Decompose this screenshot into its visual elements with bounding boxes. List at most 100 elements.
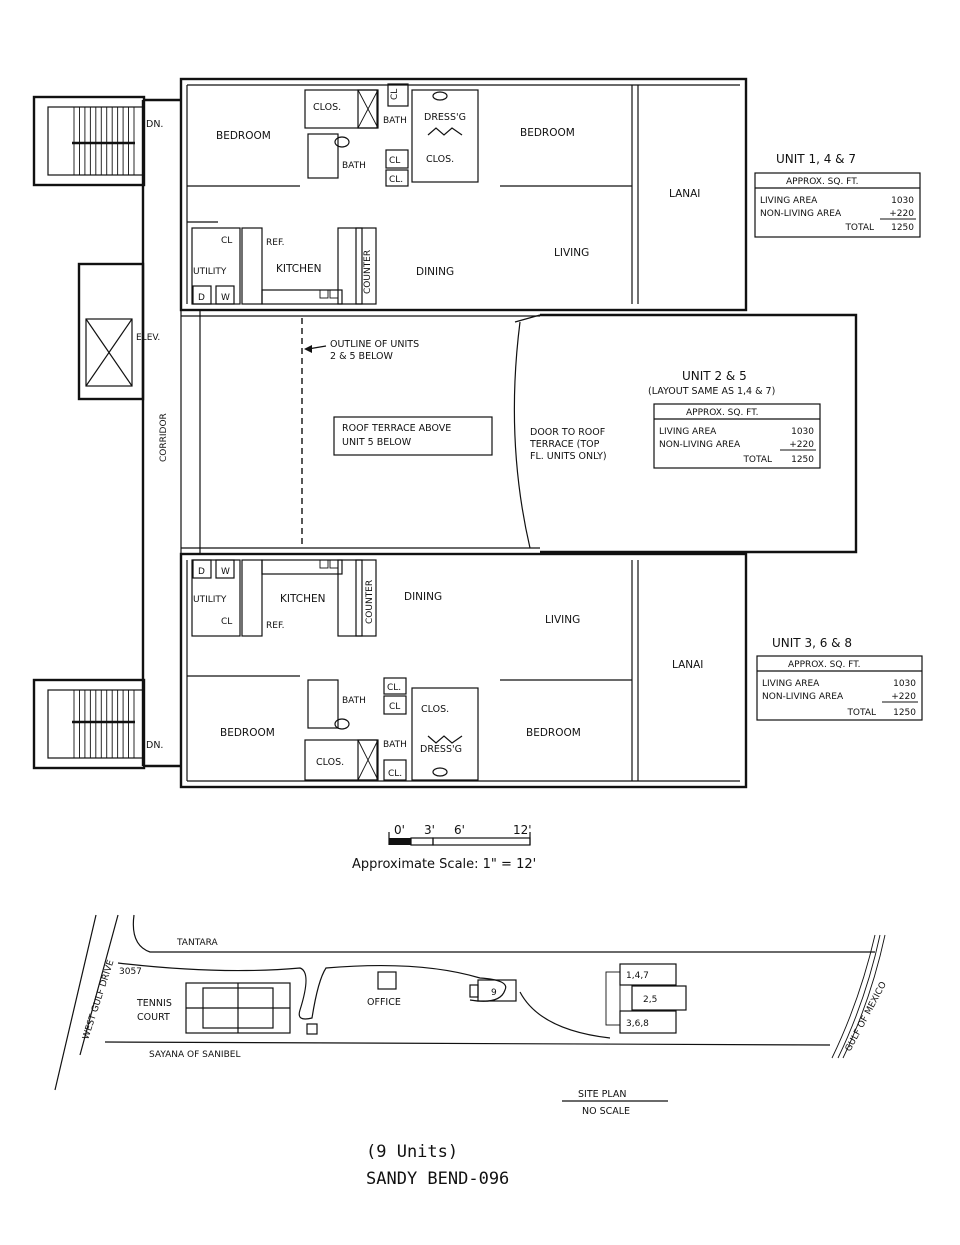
dryer-label: D [198, 567, 205, 577]
room-closet: CL. [388, 769, 402, 779]
living-area-value: 1030 [791, 427, 814, 437]
nonliving-area-value: +220 [789, 440, 814, 450]
room-dressing: DRESS'G [424, 112, 466, 123]
outline-note: OUTLINE OF UNITS [330, 339, 419, 350]
roof-terrace-note: UNIT 5 BELOW [342, 437, 412, 448]
building-walls [141, 77, 858, 789]
core-labels: DN. DN. ELEV. CORRIDOR OUTLINE OF UNITS … [136, 119, 607, 751]
site-plan-title: SITE PLAN [578, 1089, 627, 1100]
total-label: TOTAL [846, 708, 876, 718]
building-label: 2,5 [643, 995, 657, 1005]
lower-unit-labels: D W UTILITY KITCHEN COUNTER CL REF. DINI… [193, 567, 703, 779]
tennis-court-label: TENNIS [136, 998, 172, 1009]
room-counter: COUNTER [363, 250, 373, 294]
corridor-label: CORRIDOR [159, 413, 169, 462]
lower-stair [32, 678, 146, 770]
scale-tick: 0' [394, 823, 405, 837]
building-label: 9 [491, 988, 497, 998]
nonliving-area-label: NON-LIVING AREA [659, 440, 741, 450]
room-living: LIVING [554, 247, 589, 259]
room-refrigerator: REF. [266, 621, 285, 631]
scale-tick: 12' [513, 823, 532, 837]
unit-147-area-table: UNIT 1, 4 & 7 APPROX. SQ. FT. LIVING ARE… [754, 152, 921, 238]
nonliving-area-label: NON-LIVING AREA [760, 209, 842, 219]
room-dining: DINING [404, 591, 442, 603]
neighbor-label: SAYANA OF SANIBEL [149, 1050, 240, 1060]
site-plan: TANTARA WEST GULF DRIVE 3057 TENNIS COUR… [54, 914, 889, 1117]
street-number: 3057 [119, 967, 142, 977]
room-closet: CLOS. [421, 704, 449, 715]
dryer-label: D [198, 293, 205, 303]
living-area-value: 1030 [893, 679, 916, 689]
building-label: 3,6,8 [626, 1019, 649, 1029]
room-closet: CL [221, 236, 232, 246]
room-utility: UTILITY [193, 267, 227, 277]
room-closet: CL [389, 156, 400, 166]
nonliving-area-value: +220 [891, 692, 916, 702]
nonliving-area-label: NON-LIVING AREA [762, 692, 844, 702]
room-living: LIVING [545, 614, 580, 626]
room-dressing: DRESS'G [420, 744, 462, 755]
scale-tick: 6' [454, 823, 465, 837]
room-lanai: LANAI [669, 188, 700, 200]
total-label: TOTAL [742, 455, 772, 465]
scale-tick: 3' [424, 823, 435, 837]
upper-unit-interior [186, 83, 740, 305]
room-bedroom: BEDROOM [526, 727, 581, 739]
upper-unit-labels: BEDROOM BEDROOM CLOS. CL BATH DRESS'G BA… [193, 89, 700, 303]
unit-title: UNIT 2 & 5 [682, 369, 747, 383]
room-utility: UTILITY [193, 595, 227, 605]
living-area-label: LIVING AREA [760, 196, 818, 206]
unit-title: UNIT 3, 6 & 8 [772, 636, 852, 650]
room-bedroom: BEDROOM [220, 727, 275, 739]
total-label: TOTAL [844, 223, 874, 233]
living-area-value: 1030 [891, 196, 914, 206]
elevator-label: ELEV. [136, 333, 160, 343]
door-note: FL. UNITS ONLY) [530, 451, 607, 462]
unit-368-area-table: UNIT 3, 6 & 8 APPROX. SQ. FT. LIVING ARE… [756, 636, 923, 721]
room-closet: CLOS. [426, 154, 454, 165]
room-closet: CL. [389, 175, 403, 185]
office-label: OFFICE [367, 997, 401, 1008]
table-header: APPROX. SQ. FT. [686, 408, 759, 418]
elevator-shaft [77, 262, 145, 401]
street-label: WEST GULF DRIVE [81, 959, 116, 1041]
roof-terrace-note: ROOF TERRACE ABOVE [342, 423, 451, 434]
room-bath: BATH [342, 696, 366, 706]
stair-down-label: DN. [146, 740, 163, 751]
room-lanai: LANAI [672, 659, 703, 671]
room-dining: DINING [416, 266, 454, 278]
lower-unit-interior [186, 559, 740, 782]
site-plan-scale: NO SCALE [582, 1106, 630, 1117]
room-closet: CL. [387, 683, 401, 693]
building-label: 1,4,7 [626, 971, 649, 981]
unit-25-area-table: UNIT 2 & 5 (LAYOUT SAME AS 1,4 & 7) APPR… [648, 369, 821, 469]
room-closet: CL [221, 617, 232, 627]
door-note: TERRACE (TOP [529, 439, 600, 450]
room-bath: BATH [342, 161, 366, 171]
living-area-label: LIVING AREA [762, 679, 820, 689]
table-header: APPROX. SQ. FT. [786, 177, 859, 187]
room-closet: CL [390, 89, 400, 100]
units-count: (9 Units) [366, 1142, 458, 1162]
total-value: 1250 [891, 223, 914, 233]
unit-title: UNIT 1, 4 & 7 [776, 152, 856, 166]
room-bedroom: BEDROOM [216, 130, 271, 142]
room-closet: CLOS. [316, 757, 344, 768]
complex-name: SANDY BEND-096 [366, 1169, 509, 1189]
gulf-label: GULF OF MEXICO [844, 980, 889, 1053]
stair-down-label: DN. [146, 119, 163, 130]
room-bath: BATH [383, 116, 407, 126]
table-header: APPROX. SQ. FT. [788, 660, 861, 670]
room-counter: COUNTER [365, 580, 375, 624]
total-value: 1250 [791, 455, 814, 465]
outline-note: 2 & 5 BELOW [330, 351, 394, 362]
room-closet: CLOS. [313, 102, 341, 113]
room-bedroom: BEDROOM [520, 127, 575, 139]
unit-subtitle: (LAYOUT SAME AS 1,4 & 7) [648, 386, 775, 397]
tennis-court-label: COURT [137, 1012, 170, 1023]
scale-caption: Approximate Scale: 1" = 12' [352, 857, 536, 872]
washer-label: W [221, 293, 230, 303]
